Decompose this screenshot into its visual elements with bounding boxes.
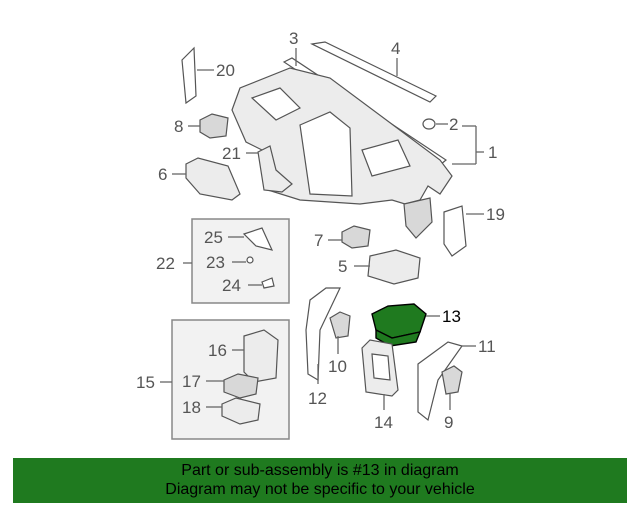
callout-22: 22 [156,254,175,273]
part-9-vent [441,365,463,395]
part-20-side-panel [181,46,197,105]
callout-20: 20 [216,61,235,80]
callout-18: 18 [182,398,201,417]
callout-4: 4 [391,39,400,58]
callout-24: 24 [222,276,241,295]
callout-5: 5 [338,257,347,276]
part-19-end-cap [443,205,467,257]
part-6-cluster-hood [185,157,241,201]
callout-16: 16 [208,341,227,360]
part-10-vent [329,311,351,339]
part-18-pocket [221,397,261,425]
part-8-side-vent [199,113,229,139]
callout-10: 10 [328,357,347,376]
part-5-airbag-module [367,249,421,285]
part-16-bracket [243,329,279,383]
box-22-group [191,218,290,304]
callout-8: 8 [174,117,183,136]
callout-15: 15 [136,373,155,392]
part-7-center-vent [341,225,371,249]
callout-25: 25 [204,228,223,247]
callout-17: 17 [182,372,201,391]
part-24-clip [261,277,275,289]
part-23-screw [246,256,254,264]
callout-12: 12 [308,389,327,408]
info-banner: Part or sub-assembly is #13 in diagram D… [13,458,627,503]
callout-7: 7 [314,231,323,250]
callout-11: 11 [478,337,496,356]
callout-1: 1 [488,143,497,162]
callout-2: 2 [449,115,458,134]
callout-6: 6 [158,165,167,184]
callout-9: 9 [444,413,453,432]
callout-19: 19 [486,205,505,224]
callout-23: 23 [206,253,225,272]
part-12-side-trim [305,287,341,382]
banner-line-2: Diagram may not be specific to your vehi… [165,481,475,498]
callout-14: 14 [374,413,393,432]
part-25-trim-piece [242,227,274,251]
part-2-clip [422,118,436,130]
part-17-switch-panel [223,373,259,399]
banner-line-1: Part or sub-assembly is #13 in diagram [181,462,459,479]
callout-13: 13 [442,307,461,326]
callout-21: 21 [222,144,241,163]
part-4-defroster-strip [310,41,438,103]
part-11-right-trim [417,341,463,422]
part-21-bracket [257,145,293,193]
callout-3: 3 [289,29,298,48]
